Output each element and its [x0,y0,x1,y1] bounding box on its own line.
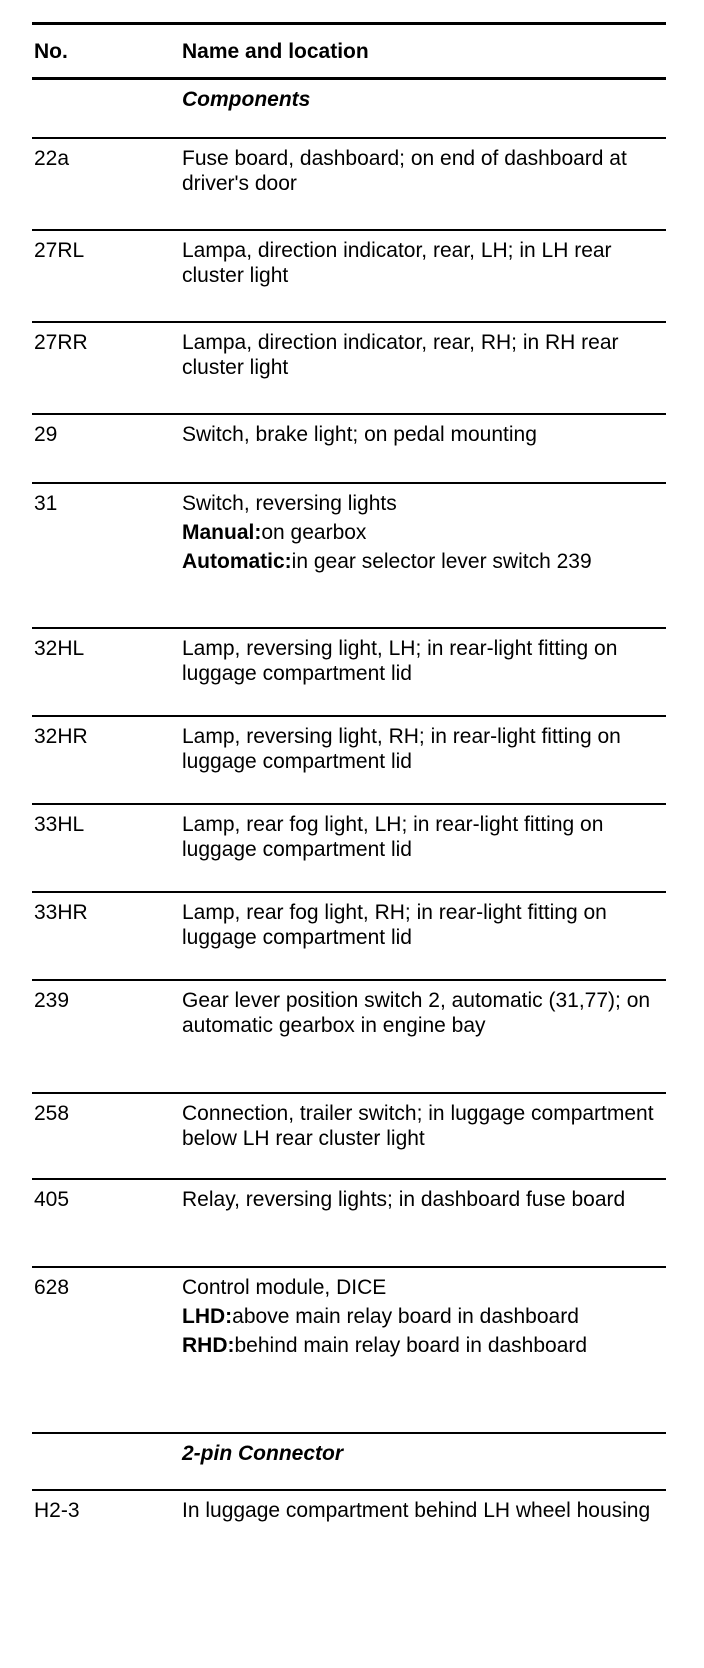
row-number: 22a [34,147,70,170]
table-row: 628 Control module, DICE LHD:above main … [32,1266,666,1432]
sub-text-manual: on gearbox [261,521,367,544]
row-name-location: Lampa, direction indicator, rear, LH; in… [182,239,612,287]
table-row: 29 Switch, brake light; on pedal mountin… [32,413,666,482]
sub-text-rhd: behind main relay board in dashboard [234,1334,588,1357]
row-number: 258 [34,1102,70,1125]
table-row: H2-3 In luggage compartment behind LH wh… [32,1489,666,1559]
header-no: No. [34,39,68,63]
component-table: No. Name and location Components 22a Fus… [32,22,666,1559]
sub-label-rhd: RHD: [182,1334,235,1357]
table-row: 27RL Lampa, direction indicator, rear, L… [32,229,666,321]
table-row: 27RR Lampa, direction indicator, rear, R… [32,321,666,413]
table-row: 31 Switch, reversing lights Manual:on ge… [32,482,666,627]
sub-label-lhd: LHD: [182,1305,233,1328]
table-header: No. Name and location [32,22,666,80]
row-name-location: Lamp, reversing light, RH; in rear-light… [182,725,621,773]
header-name-location: Name and location [182,39,369,63]
row-number: 29 [34,423,58,446]
table-row: 258 Connection, trailer switch; in lugga… [32,1092,666,1178]
row-sub-line: Manual:on gearbox [182,520,664,545]
row-sub-line: RHD:behind main relay board in dashboard [182,1333,664,1358]
section-title-connector: 2-pin Connector [182,1442,343,1465]
row-number: 27RL [34,239,85,262]
table-row: 32HR Lamp, reversing light, RH; in rear-… [32,715,666,803]
row-number: 33HL [34,813,85,836]
row-number: H2-3 [34,1499,80,1522]
row-name-location: Lampa, direction indicator, rear, RH; in… [182,331,619,379]
table-row: 33HR Lamp, rear fog light, RH; in rear-l… [32,891,666,979]
section-title-components: Components [182,88,311,111]
table-row: 405 Relay, reversing lights; in dashboar… [32,1178,666,1266]
row-name-location: Lamp, rear fog light, LH; in rear-light … [182,813,604,861]
row-number: 32HL [34,637,85,660]
row-name-location: Gear lever position switch 2, automatic … [182,989,651,1037]
row-name-location: Lamp, reversing light, LH; in rear-light… [182,637,618,685]
row-name-location: Fuse board, dashboard; on end of dashboa… [182,147,627,195]
sub-text-automatic: in gear selector lever switch 239 [291,550,592,573]
row-number: 33HR [34,901,88,924]
row-name-location: Control module, DICE [182,1276,387,1299]
table-row: 33HL Lamp, rear fog light, LH; in rear-l… [32,803,666,891]
row-number: 32HR [34,725,88,748]
sub-text-lhd: above main relay board in dashboard [232,1305,579,1328]
row-number: 628 [34,1276,70,1299]
row-name-location: Relay, reversing lights; in dashboard fu… [182,1188,626,1211]
section-row-components: Components [32,80,666,137]
row-sub-line: Automatic:in gear selector lever switch … [182,549,664,574]
row-name-location: Switch, reversing lights [182,492,397,515]
row-name-location: Lamp, rear fog light, RH; in rear-light … [182,901,607,949]
row-name-location: Connection, trailer switch; in luggage c… [182,1102,654,1150]
table-row: 32HL Lamp, reversing light, LH; in rear-… [32,627,666,715]
row-name-location: In luggage compartment behind LH wheel h… [182,1499,651,1522]
sub-label-automatic: Automatic: [182,550,292,573]
row-number: 405 [34,1188,70,1211]
row-number: 27RR [34,331,88,354]
table-row: 22a Fuse board, dashboard; on end of das… [32,137,666,229]
sub-label-manual: Manual: [182,521,262,544]
row-name-location: Switch, brake light; on pedal mounting [182,423,537,446]
section-row-connector: 2-pin Connector [32,1432,666,1489]
row-number: 239 [34,989,70,1012]
row-number: 31 [34,492,58,515]
row-sub-line: LHD:above main relay board in dashboard [182,1304,664,1329]
table-row: 239 Gear lever position switch 2, automa… [32,979,666,1092]
